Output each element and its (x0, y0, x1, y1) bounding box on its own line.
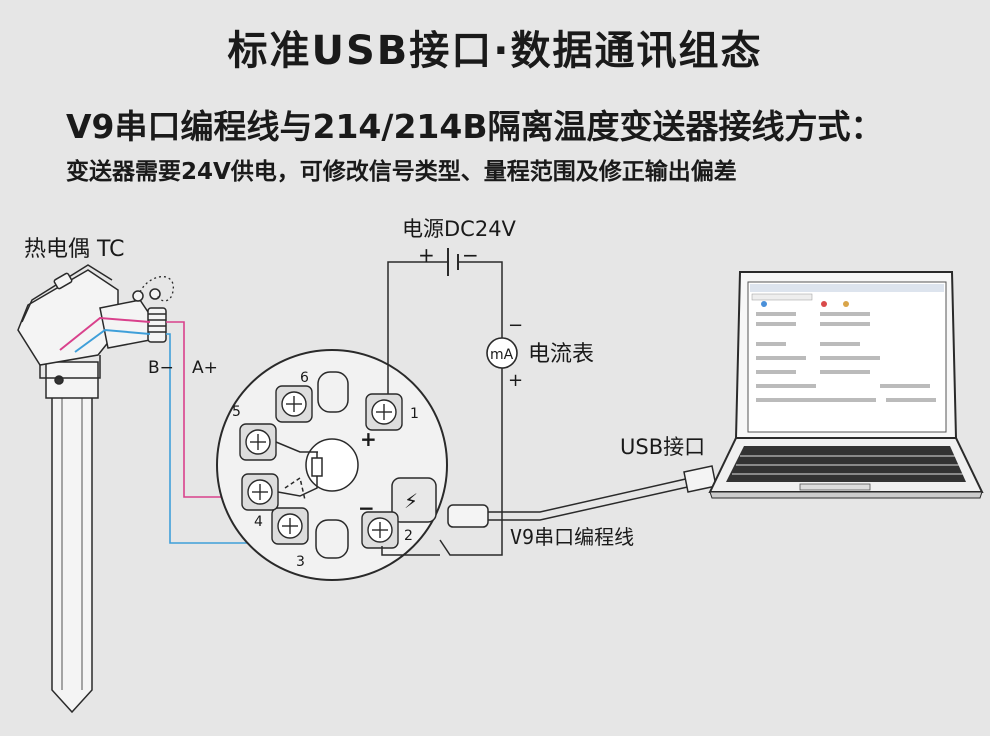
power-minus: − (462, 243, 479, 267)
ammeter-icon (486, 337, 518, 369)
internal-lead-b (74, 328, 151, 353)
terminal-number-3: 3 (296, 554, 305, 570)
usb-label: USB接口 (620, 435, 705, 459)
page-title: 标准USB接口·数据通讯组态 (227, 28, 763, 74)
diagram-note: 变送器需要24V供电，可修改信号类型、量程范围及修正输出偏差 (66, 159, 737, 185)
internal-lead-a (59, 316, 151, 351)
terminal-number-1: 1 (410, 406, 419, 422)
power-plus: + (418, 243, 435, 267)
cable-label: V9串口编程线 (510, 525, 634, 549)
terminal-number-4: 4 (254, 514, 263, 530)
power-label: 电源DC24V (402, 217, 517, 241)
ammeter-label: 电流表 (528, 342, 594, 367)
transmitter-module: ⚡ (216, 349, 448, 581)
ammeter-minus: − (508, 315, 523, 336)
terminal-number-2: 2 (404, 528, 413, 544)
ammeter-plus: + (508, 370, 523, 391)
svg-text:⚡: ⚡ (404, 489, 418, 513)
thermocouple-sensor (17, 264, 167, 714)
usb-cable (447, 465, 717, 528)
terminal-number-6: 6 (300, 370, 309, 386)
power-loop (381, 248, 503, 556)
diagram-subtitle: V9串口编程线与214/214B隔离温度变送器接线方式： (66, 107, 884, 146)
terminal-minus-mark: − (358, 496, 375, 520)
b-minus-label: B− (148, 358, 174, 378)
thermocouple-label: 热电偶 TC (24, 237, 125, 262)
wire-b-minus (166, 333, 286, 544)
laptop-icon (708, 271, 984, 499)
a-plus-label: A+ (192, 358, 218, 378)
ammeter-symbol: mA (490, 347, 514, 363)
terminal-plus-mark: + (360, 427, 377, 451)
terminal-number-5: 5 (232, 404, 241, 420)
